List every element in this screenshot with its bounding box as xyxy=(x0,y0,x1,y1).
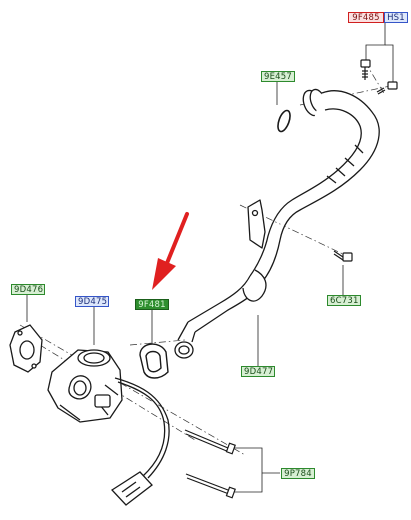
clamp-icon xyxy=(139,343,169,379)
part-label-9D476[interactable]: 9D476 xyxy=(11,284,45,295)
gasket-icon xyxy=(277,109,291,133)
connector-icon xyxy=(110,471,153,506)
part-label-9F481[interactable]: 9F481 xyxy=(135,299,169,310)
leader-lines xyxy=(26,23,394,493)
bolt-icon xyxy=(333,250,353,262)
bolt-icon xyxy=(360,59,398,95)
red-arrow-icon xyxy=(152,212,189,290)
part-label-HS1[interactable]: HS1 xyxy=(384,12,408,23)
bolt-icon xyxy=(184,429,236,499)
egr-valve-icon xyxy=(47,349,170,479)
gasket-icon xyxy=(9,324,43,373)
part-label-9D475[interactable]: 9D475 xyxy=(75,296,109,307)
part-label-9E457[interactable]: 9E457 xyxy=(261,71,295,82)
part-label-9F485[interactable]: 9F485 xyxy=(348,12,384,23)
part-label-9D477[interactable]: 9D477 xyxy=(241,366,275,377)
egr-pipe-icon xyxy=(174,88,380,359)
part-label-6C731[interactable]: 6C731 xyxy=(327,295,361,306)
part-label-9P784[interactable]: 9P784 xyxy=(281,468,315,479)
